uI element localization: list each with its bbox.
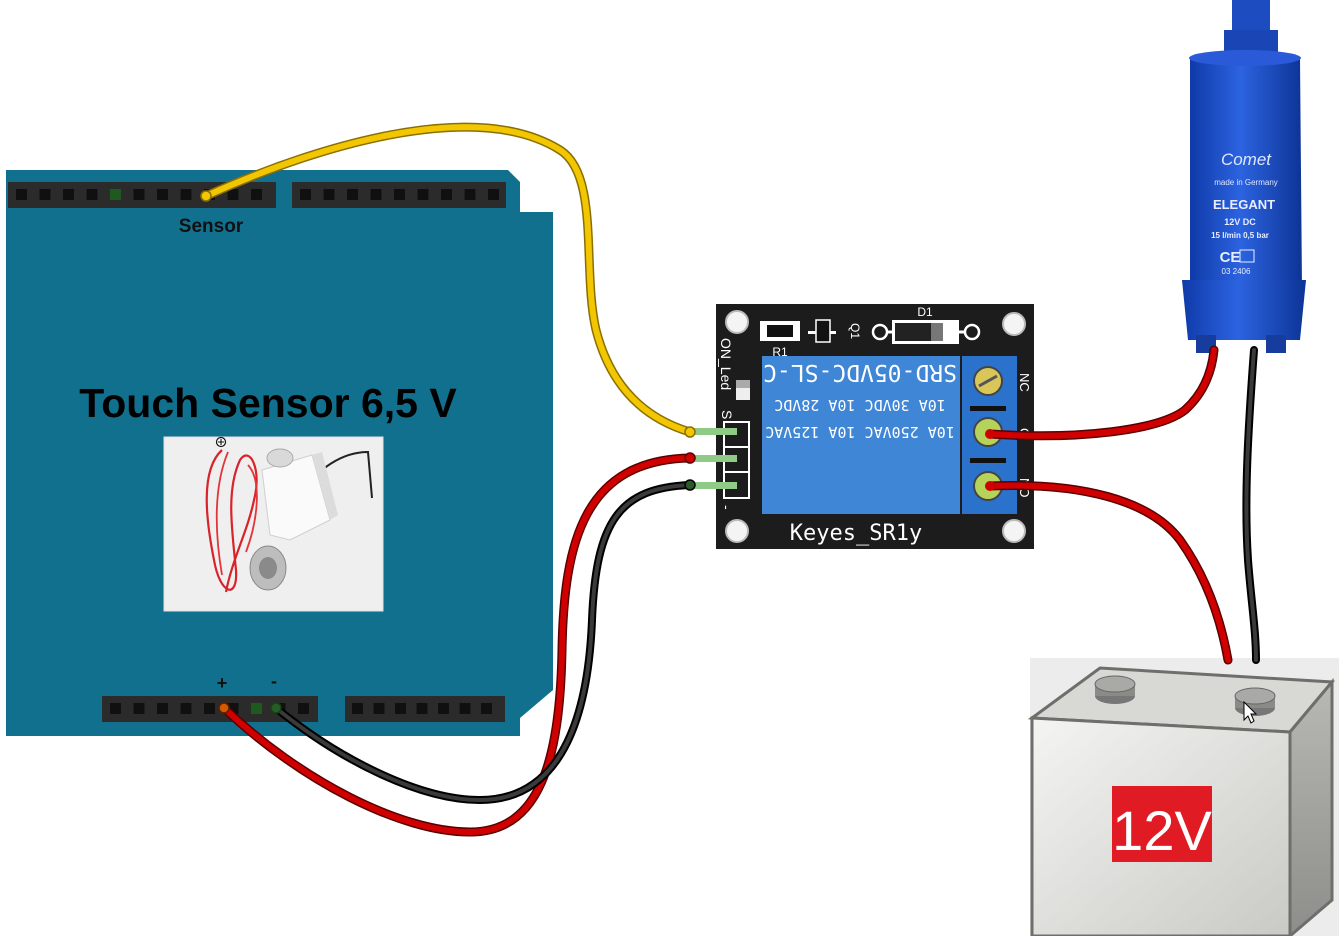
- header-pin: [298, 703, 309, 714]
- svg-text:D1: D1: [917, 305, 933, 319]
- header-pin: [417, 189, 429, 200]
- header-pin: [16, 189, 27, 200]
- top-pin-header: [8, 182, 506, 208]
- pin-label-plus: +: [217, 673, 228, 693]
- header-pin: [86, 189, 98, 200]
- header-pin: [204, 703, 215, 714]
- header-pin: [438, 703, 449, 714]
- header-pin: [394, 189, 405, 200]
- svg-text:Q1: Q1: [848, 323, 862, 339]
- header-pin: [110, 189, 121, 200]
- pump-made-in: made in Germany: [1214, 178, 1278, 187]
- svg-text:R1: R1: [772, 345, 788, 359]
- relay-pin-s-label: S: [719, 410, 735, 419]
- bottom-pin-header: [102, 696, 505, 722]
- header-pin: [180, 703, 192, 714]
- header-pin: [352, 703, 363, 714]
- battery-12v: 12V: [1027, 658, 1339, 936]
- header-pin: [133, 703, 145, 714]
- relay-nc-label: NC: [1017, 373, 1032, 392]
- header-pin: [395, 703, 406, 714]
- relay-model: SRD-05VDC-SL-C: [763, 359, 957, 385]
- header-pin: [459, 703, 471, 714]
- header-pin: [416, 703, 428, 714]
- header-pin: [488, 189, 499, 200]
- water-pump: Comet made in Germany ELEGANT 12V DC 15 …: [1182, 0, 1306, 353]
- pin-label-sensor: Sensor: [179, 216, 244, 237]
- relay-led-label: ON_Led: [718, 338, 734, 390]
- transistor-q1: Q1: [808, 319, 862, 343]
- pump-voltage: 12V DC: [1224, 217, 1256, 227]
- header-pin: [441, 189, 452, 200]
- pump-code: 03 2406: [1222, 267, 1251, 276]
- header-pin: [157, 703, 168, 714]
- header-pin: [300, 189, 311, 200]
- pump-brand: Comet: [1221, 150, 1272, 169]
- relay-pin-gnd-label: -: [719, 505, 735, 510]
- relay-rating-1: 10A 30VDC 10A 28VDC: [774, 396, 946, 414]
- header-pin: [180, 189, 192, 200]
- header-pin: [373, 703, 385, 714]
- wires: [200, 122, 1260, 837]
- diode-d1: D1: [871, 305, 981, 344]
- battery-label-plate: [1112, 786, 1212, 862]
- pin-label-minus: -: [271, 671, 277, 691]
- relay-rating-2: 10A 250VAC 10A 125VAC: [765, 423, 955, 441]
- board-title: Touch Sensor 6,5 V: [79, 380, 457, 426]
- header-pin: [251, 703, 262, 714]
- header-pin: [347, 189, 358, 200]
- relay-module: R1 Q1 D1 ON_Led S -: [690, 304, 1034, 549]
- battery-label: 12V: [1112, 799, 1212, 862]
- pump-spec: 15 l/min 0,5 bar: [1211, 231, 1269, 240]
- header-pin: [251, 189, 262, 200]
- relay-body: [762, 356, 960, 514]
- pump-ce-mark: CE: [1220, 249, 1241, 266]
- header-pin: [370, 189, 382, 200]
- header-pin: [39, 189, 51, 200]
- pump-model: ELEGANT: [1213, 197, 1275, 212]
- header-pin: [481, 703, 492, 714]
- header-pin: [157, 189, 168, 200]
- resistor-r1: R1: [760, 321, 800, 359]
- header-pin: [63, 189, 74, 200]
- relay-input-header: [690, 421, 750, 499]
- sensor-board: Sensor + - Touch Sensor 6,5 V: [6, 170, 553, 736]
- header-pin: [133, 189, 145, 200]
- relay-name: Keyes_SR1y: [790, 521, 922, 546]
- header-pin: [323, 189, 335, 200]
- header-pin: [464, 189, 476, 200]
- touch-sensor-photo: [163, 436, 384, 612]
- header-pin: [110, 703, 121, 714]
- header-pin: [227, 703, 239, 714]
- header-pin: [227, 189, 239, 200]
